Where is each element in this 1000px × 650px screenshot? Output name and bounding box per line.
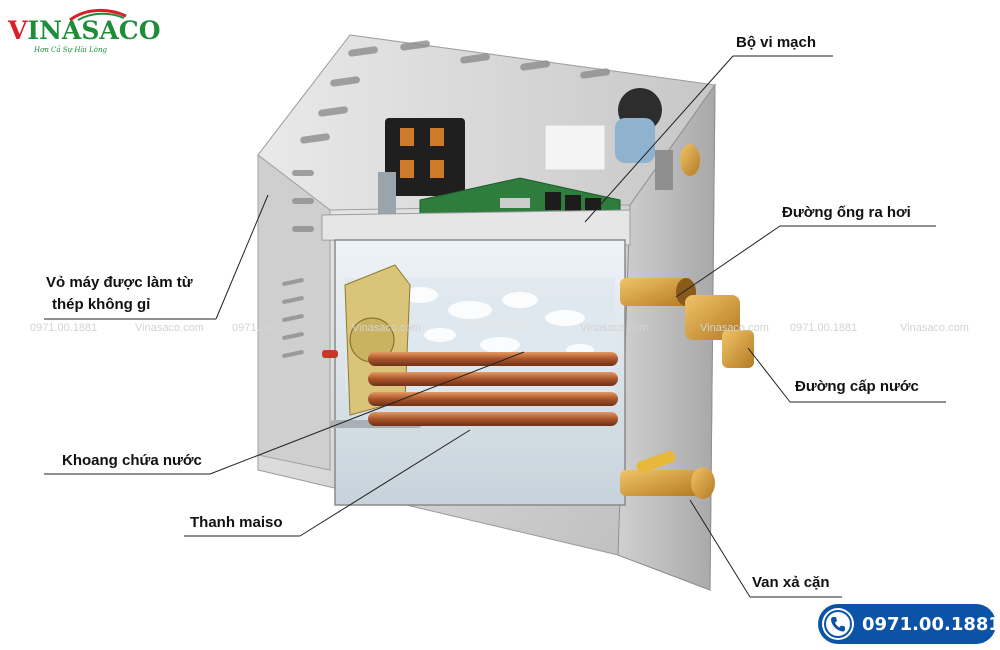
label-housing-line2: thép không gỉ — [52, 296, 151, 313]
label-water-supply: Đường cấp nước — [795, 378, 919, 395]
label-water-chamber: Khoang chứa nước — [62, 452, 202, 469]
logo-wordmark: VINASACO — [8, 16, 161, 45]
label-circuit-board: Bộ vi mạch — [736, 34, 817, 51]
vent-slots — [282, 40, 610, 358]
logo-swoosh-icon — [69, 9, 127, 22]
vinasaco-logo: VINASACO Hơn Cả Sự Hài Lòng — [8, 6, 160, 56]
phone-number: 0971.00.1881 — [862, 614, 1000, 635]
watermark: 0971.00.1881 — [232, 322, 300, 334]
watermark: Vinasaco.com — [700, 322, 769, 334]
label-housing-line1: Vỏ máy được làm từ — [46, 274, 193, 291]
watermark: 0971.00.1881 — [790, 322, 858, 334]
watermark: Vinasaco.com — [580, 322, 649, 334]
watermark: Vinasaco.com — [135, 322, 204, 334]
label-drain-valve: Van xả cặn — [752, 574, 830, 591]
brass-fittings — [620, 278, 754, 499]
heating-element — [368, 352, 618, 426]
label-steam-outlet: Đường ống ra hơi — [782, 204, 911, 221]
label-heating-element: Thanh maiso — [190, 514, 283, 531]
phone-badge[interactable]: 0971.00.1881 — [818, 604, 1000, 644]
leader-lines — [44, 55, 946, 598]
watermark: VINASACO — [466, 318, 535, 333]
phone-icon — [822, 608, 854, 640]
watermark: Vinasaco.com — [900, 322, 969, 334]
logo-tagline: Hơn Cả Sự Hài Lòng — [34, 46, 107, 54]
watermark: 0971.00.1881 — [30, 322, 98, 334]
watermark: Vinasaco.com — [352, 322, 421, 334]
